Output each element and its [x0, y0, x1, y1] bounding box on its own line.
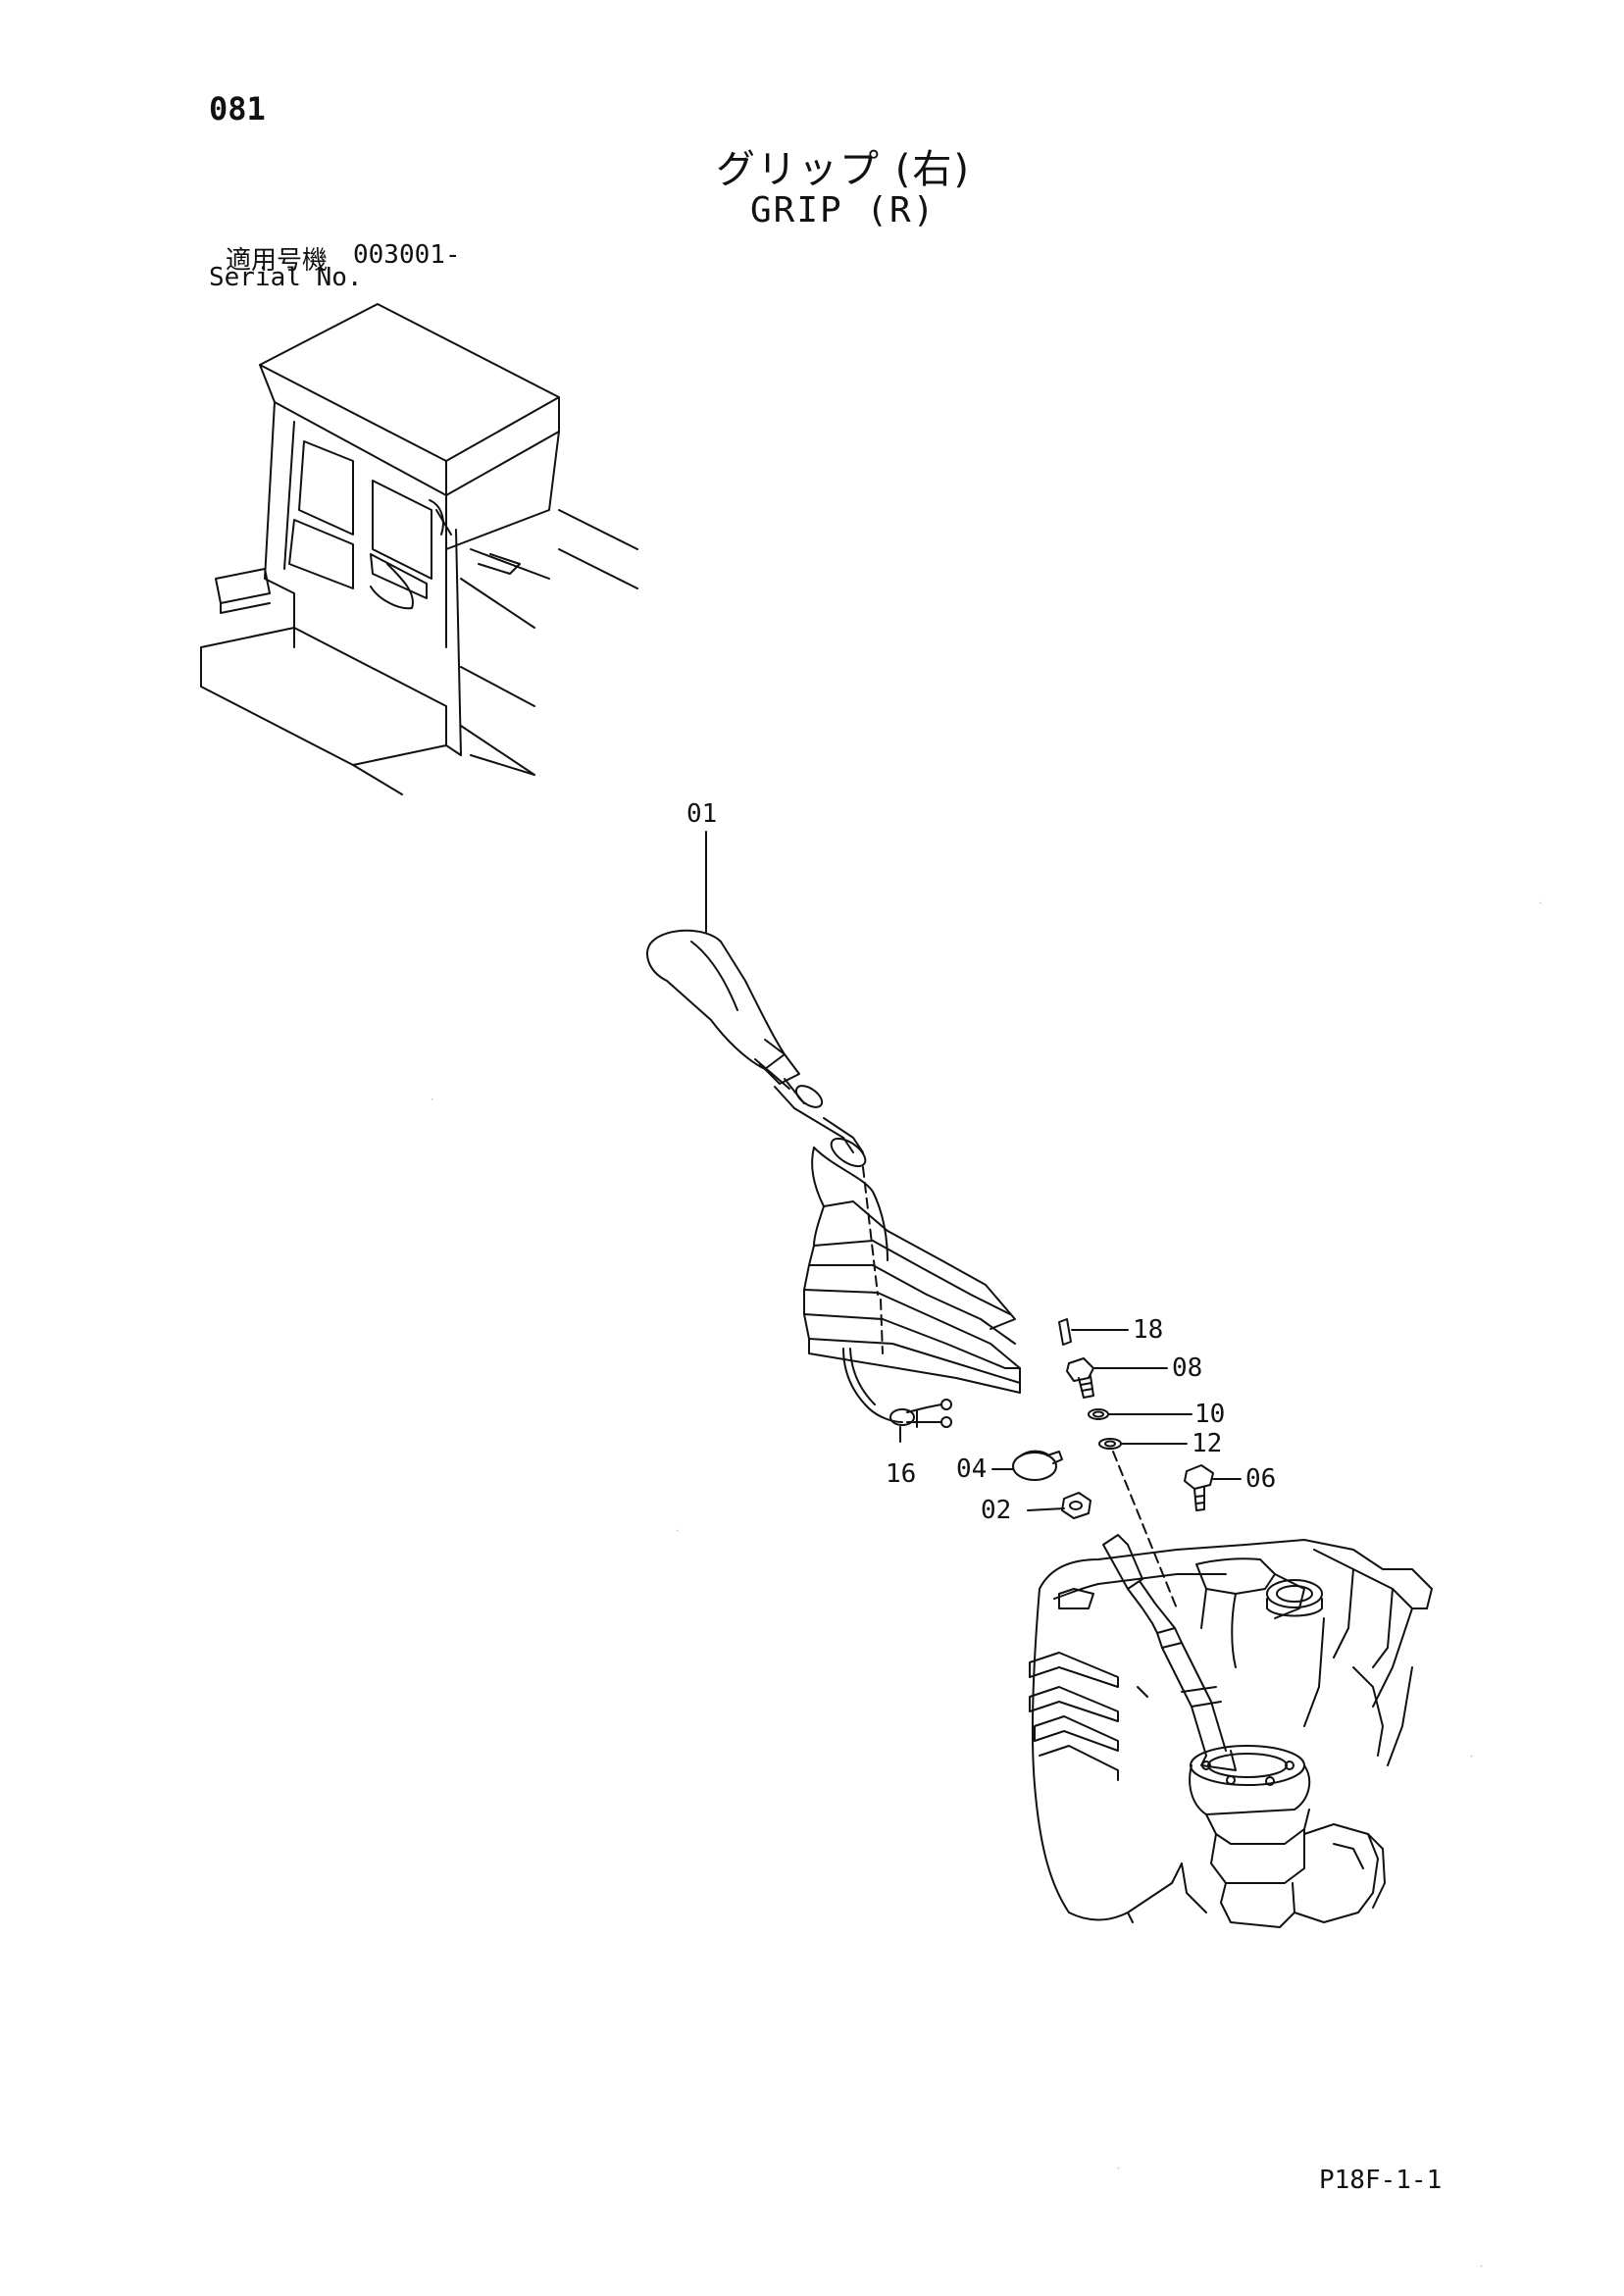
callout-01: 01: [686, 799, 718, 829]
callout-10: 10: [1194, 1400, 1226, 1429]
serial-label-english: Serial No.: [209, 263, 363, 292]
page-number: 081: [209, 90, 266, 128]
control-console: [1030, 1452, 1432, 1927]
scan-specks: [431, 902, 1541, 2267]
callout-08: 08: [1172, 1353, 1203, 1383]
callout-02: 02: [981, 1496, 1012, 1525]
title-japanese: グリップ (右): [716, 147, 971, 192]
serial-label-japanese: 適用号機: [226, 246, 329, 276]
callout-16: 16: [886, 1459, 917, 1489]
callout-04: 04: [956, 1454, 988, 1484]
leader-lines: [706, 832, 1241, 1510]
title-english: GRIP (R): [750, 190, 937, 230]
hardware-parts: [1013, 1319, 1213, 1518]
reference-code: P18F-1-1: [1319, 2166, 1443, 2195]
callout-18: 18: [1133, 1315, 1164, 1345]
grip-assembly: [647, 931, 1020, 1427]
callout-06: 06: [1245, 1464, 1277, 1494]
serial-number-value: 003001-: [353, 240, 461, 270]
cab-location-view: [201, 304, 637, 794]
callout-12: 12: [1192, 1429, 1223, 1458]
